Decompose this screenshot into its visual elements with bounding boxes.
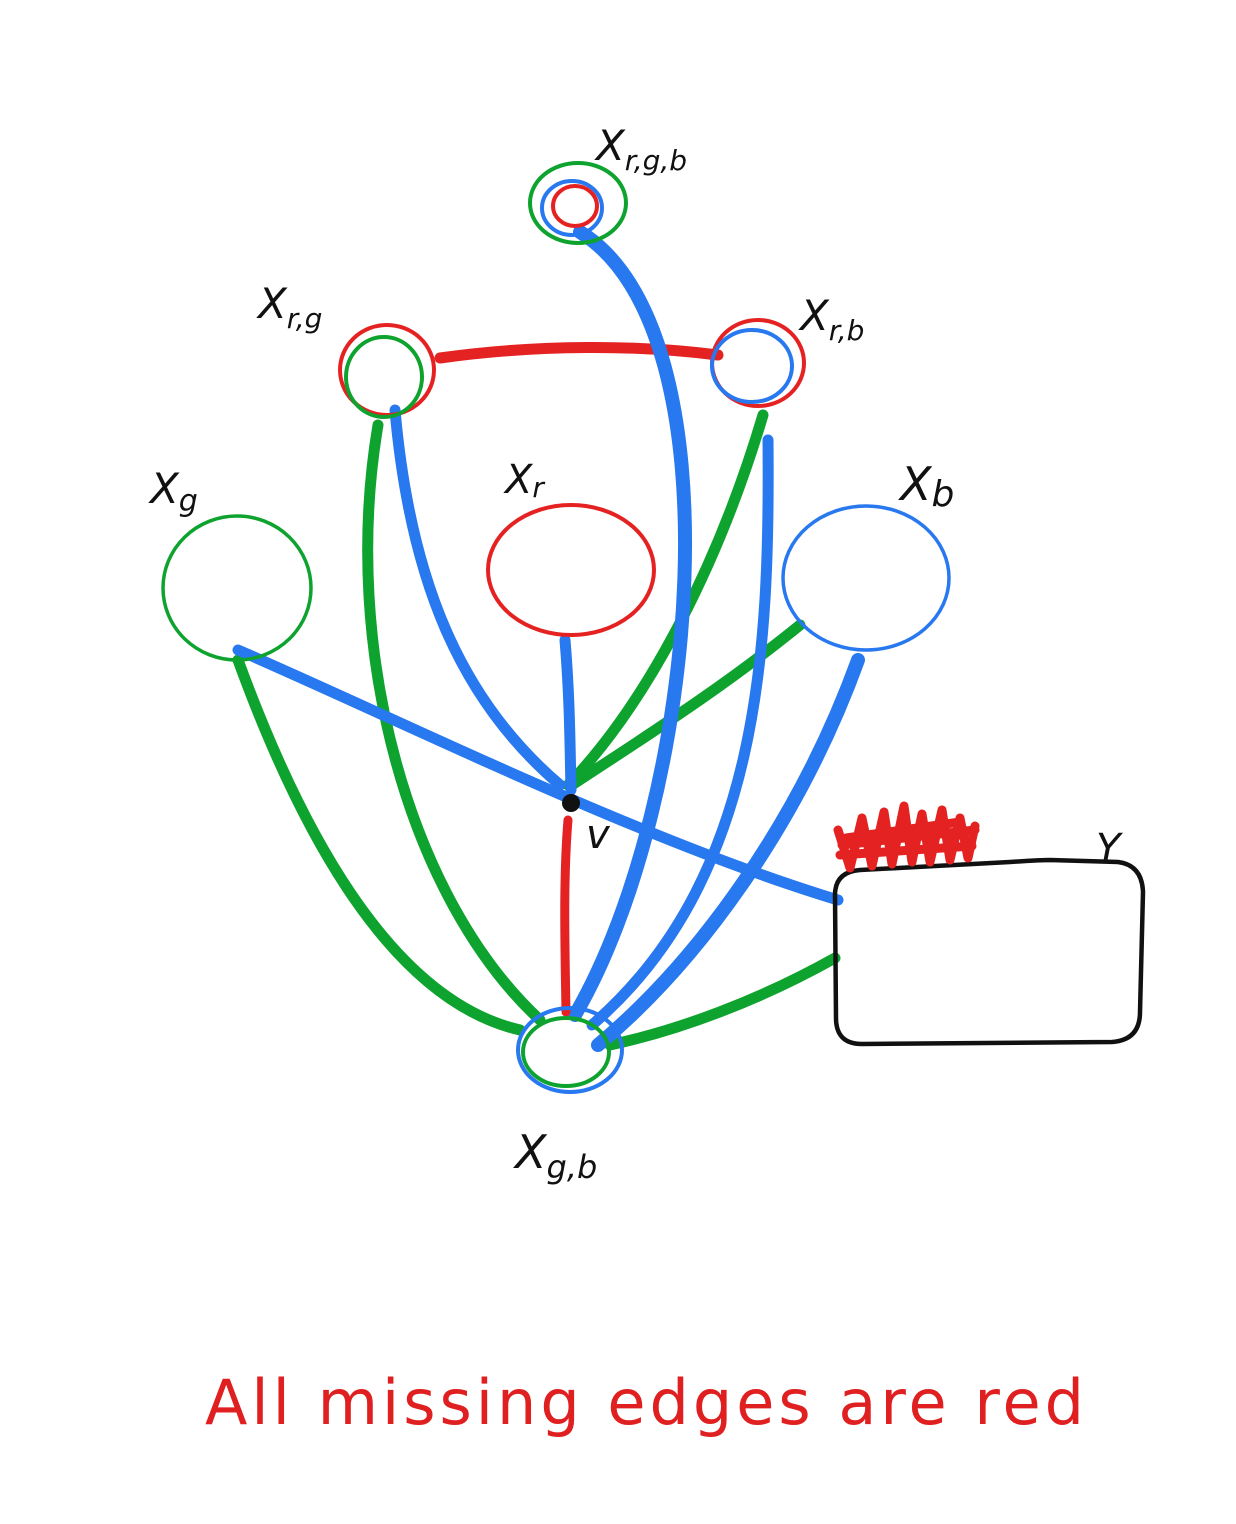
edge-xrb-xgb xyxy=(586,434,774,1031)
label-xrb: Xr,b xyxy=(798,291,864,347)
label-xg: Xg xyxy=(148,464,198,519)
y-red-scribble xyxy=(833,801,980,873)
edge-xrgb-xgb xyxy=(568,225,692,1022)
label-xrb-sub: r,b xyxy=(829,314,865,347)
label-v: v xyxy=(586,812,611,858)
node-v-dot xyxy=(562,794,580,812)
edge-xg-xgb xyxy=(232,654,526,1036)
y-box xyxy=(832,857,1146,1047)
edge-xr-v xyxy=(559,634,577,796)
edge-xrg-xrb-missing xyxy=(434,341,724,364)
label-xrg: Xr,g xyxy=(256,279,322,335)
node-xgb xyxy=(516,1006,624,1094)
node-xg xyxy=(161,514,313,662)
edge-xrg-xgb xyxy=(362,419,546,1026)
label-xrgb-sub: r,g,b xyxy=(625,144,687,177)
label-xg-sub: g xyxy=(179,484,198,519)
node-xrb xyxy=(710,318,806,408)
edge-xrg-v xyxy=(389,404,566,791)
label-xb: Xb xyxy=(898,457,954,515)
label-xb-sub: b xyxy=(932,474,955,515)
footer-caption: All missing edges are red xyxy=(205,1366,1088,1439)
node-y xyxy=(832,801,1146,1047)
label-xrgb: Xr,g,b xyxy=(594,121,687,177)
label-y: Y xyxy=(1096,826,1124,872)
node-xrgb xyxy=(528,161,628,245)
edge-y-xgb xyxy=(604,952,841,1051)
edge-v-xgb-missing xyxy=(560,815,573,1017)
node-xr xyxy=(486,503,656,637)
node-xb xyxy=(781,504,951,652)
label-xgb-sub: g,b xyxy=(547,1148,598,1186)
node-xrg xyxy=(338,323,436,419)
label-xgb: Xg,b xyxy=(513,1125,597,1186)
edge-xb-xgb xyxy=(591,653,865,1052)
label-xr: Xr xyxy=(503,457,545,504)
label-xr-sub: r xyxy=(532,471,545,504)
edge-xb-v xyxy=(566,619,806,791)
label-xrg-sub: r,g xyxy=(287,302,323,335)
